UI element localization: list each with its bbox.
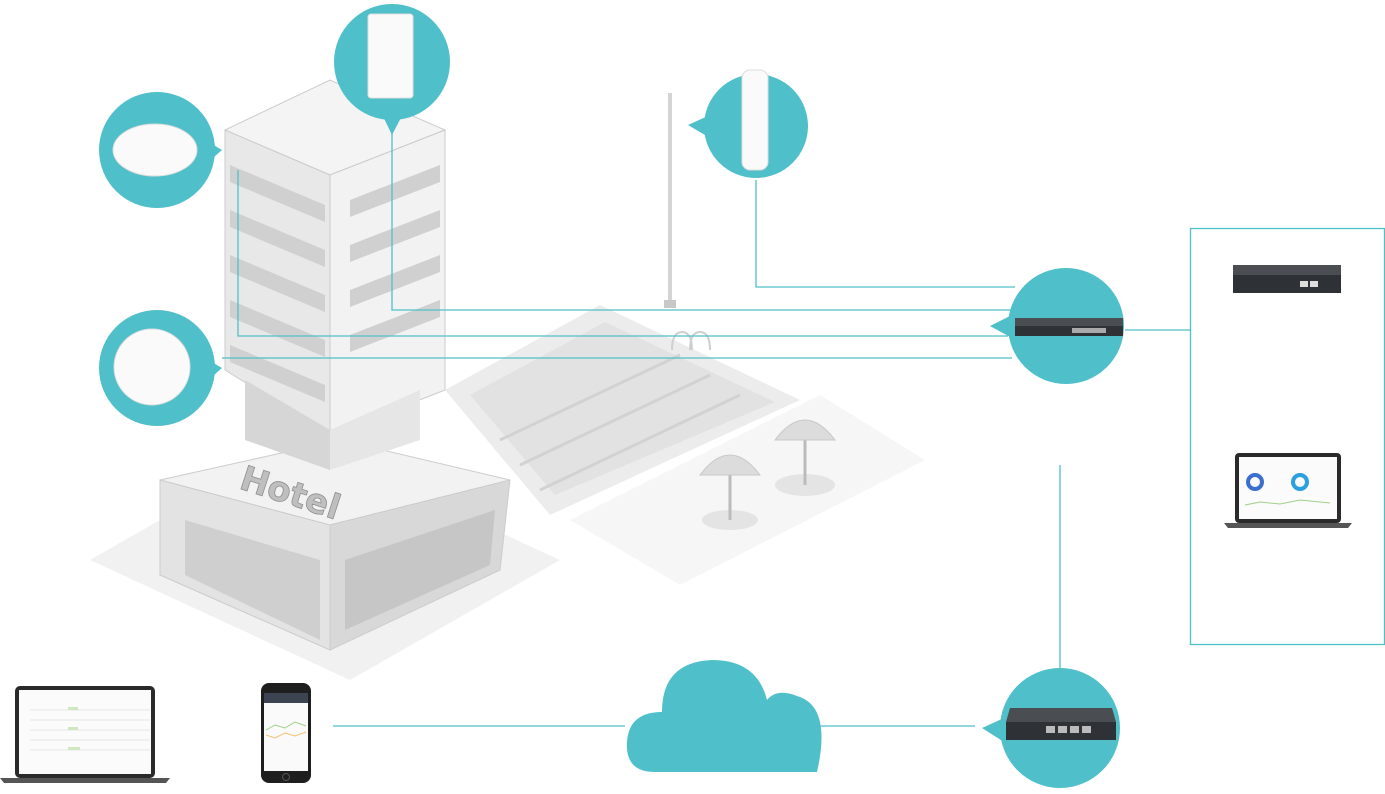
umbrella xyxy=(698,454,762,530)
poe-switch-icon xyxy=(1015,318,1123,336)
ceiling-access-point-icon xyxy=(112,123,198,177)
wall-plate-access-point-icon xyxy=(367,13,414,99)
ceiling-access-point-icon xyxy=(113,328,191,406)
outdoor-access-point-callout xyxy=(688,69,808,178)
smartphone-app-icon xyxy=(261,683,311,783)
laptop-cloud-dashboard-icon xyxy=(0,686,170,783)
ceiling-access-point-callout xyxy=(99,92,222,208)
wall-plate-access-point-callout xyxy=(334,4,450,135)
hotel-building: Hotel xyxy=(159,79,511,651)
gateway-router-callout xyxy=(982,668,1120,788)
ceiling-access-point-callout xyxy=(99,310,222,426)
umbrella xyxy=(773,419,837,496)
poe-switch-callout xyxy=(990,268,1124,384)
hardware-controller-icon xyxy=(1233,265,1341,293)
laptop-controller-dashboard-icon xyxy=(1224,453,1352,528)
antenna-pole xyxy=(668,93,672,305)
network-cables xyxy=(222,130,1190,727)
cloud-icon xyxy=(626,660,822,772)
patio-area xyxy=(570,395,925,585)
outdoor-access-point-icon xyxy=(741,69,769,171)
gateway-router-icon xyxy=(1006,708,1116,740)
